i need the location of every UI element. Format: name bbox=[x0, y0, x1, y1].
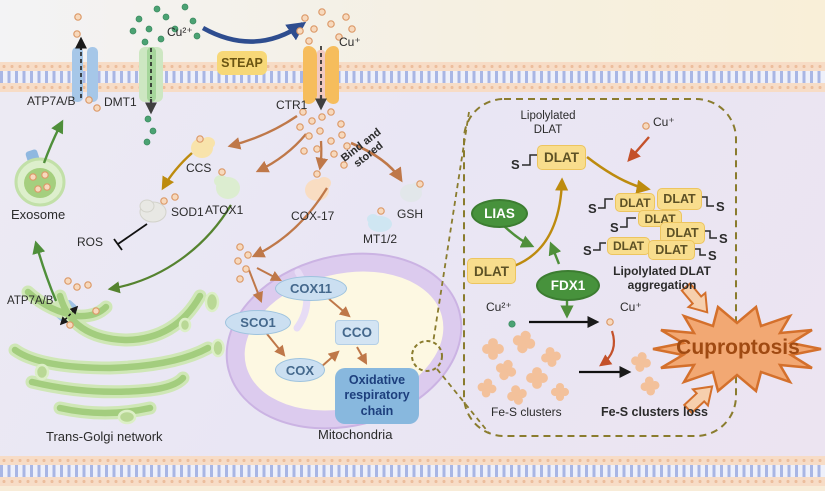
steap-reduction-arrow bbox=[201, 21, 307, 44]
cu1-top-label: Cu⁺ bbox=[339, 35, 361, 49]
trans-golgi-network bbox=[8, 285, 225, 425]
sco1-oval: SCO1 bbox=[225, 310, 291, 335]
dlat-label: DLAT bbox=[544, 150, 579, 165]
zoom-panel-outline bbox=[411, 98, 737, 437]
ctr1-label: CTR1 bbox=[276, 98, 308, 112]
lias-label: LIAS bbox=[484, 206, 515, 221]
dlat-agg-box: DLAT bbox=[607, 237, 650, 255]
steap-label: STEAP bbox=[221, 56, 263, 70]
dmt1-label: DMT1 bbox=[104, 95, 137, 109]
exosome-label: Exosome bbox=[11, 207, 66, 222]
lipid-head-row bbox=[0, 62, 825, 71]
lipolylated-dlat-title: Lipolylated DLAT bbox=[520, 110, 576, 136]
cox11-label: COX11 bbox=[290, 281, 332, 296]
cuproptosis-burst bbox=[652, 282, 822, 415]
lipid-tail-row bbox=[0, 71, 825, 83]
fes-clusters-loss-label: Fe-S clusters loss bbox=[601, 405, 708, 419]
lias-enzyme: LIAS bbox=[471, 199, 528, 228]
atp7ab-golgi-label: ATP7A/B bbox=[7, 295, 54, 307]
aggregation-to-cuproptosis-arrow bbox=[680, 282, 709, 314]
golgi-label: Trans-Golgi network bbox=[46, 429, 163, 444]
cox-oval: COX bbox=[275, 358, 325, 382]
cu1-panel-top-label: Cu⁺ bbox=[653, 115, 675, 129]
fdx1-label: FDX1 bbox=[550, 278, 586, 293]
aggregation-title: Lipolylated DLAT aggregation bbox=[613, 264, 711, 293]
lipid-head-row bbox=[0, 456, 825, 465]
s-tail-letter: S bbox=[716, 199, 725, 214]
atox1-label: ATOX1 bbox=[205, 203, 244, 217]
ccs-label: CCS bbox=[186, 161, 212, 175]
dlat-agg-box: DLAT bbox=[657, 188, 702, 210]
exosome-vesicle bbox=[14, 157, 66, 207]
dlat-label: DLAT bbox=[612, 239, 645, 253]
lipid-tail-row bbox=[0, 465, 825, 477]
cuproptosis-label: Cuproptosis bbox=[676, 336, 800, 359]
cu2-top-label: Cu²⁺ bbox=[167, 25, 193, 39]
dlat-label: DLAT bbox=[619, 195, 651, 210]
dlat-free-box: DLAT bbox=[467, 258, 516, 284]
cco-label: CCO bbox=[342, 325, 372, 340]
fes-loss-to-cuproptosis-arrow bbox=[682, 385, 714, 415]
dlat-agg-box: DLAT bbox=[648, 240, 695, 260]
cu2-panel-label: Cu²⁺ bbox=[486, 300, 512, 314]
cu2-ions bbox=[129, 3, 516, 328]
protein-blobs bbox=[139, 137, 423, 232]
extracellular-band bbox=[0, 0, 825, 62]
dlat-label: DLAT bbox=[663, 192, 696, 206]
plasma-membrane-bottom bbox=[0, 456, 825, 486]
s-tail-letter: S bbox=[511, 157, 520, 172]
cox17-label: COX-17 bbox=[291, 209, 335, 223]
mitochondria-label: Mitochondria bbox=[318, 427, 393, 442]
cox11-oval: COX11 bbox=[275, 276, 347, 301]
channel-lobe bbox=[303, 46, 317, 104]
cu1-ions bbox=[29, 8, 650, 329]
channel-lobe bbox=[325, 46, 339, 104]
dlat-agg-box: DLAT bbox=[660, 222, 705, 244]
cu1-panel-mid-label: Cu⁺ bbox=[620, 300, 642, 314]
sod1-label: SOD1 bbox=[171, 205, 204, 219]
s-tail-letter: S bbox=[583, 243, 592, 258]
lipoyl-tails bbox=[522, 154, 717, 256]
fdx1-enzyme: FDX1 bbox=[536, 270, 600, 301]
sco1-label: SCO1 bbox=[240, 315, 276, 330]
dlat-label: DLAT bbox=[666, 226, 699, 240]
steap-box: STEAP bbox=[217, 51, 267, 75]
lipid-head-row bbox=[0, 83, 825, 92]
cox-label: COX bbox=[285, 362, 315, 378]
channel-bar bbox=[87, 47, 98, 102]
oxidative-chain-label: Oxidative respiratory chain bbox=[344, 372, 410, 418]
ros-label: ROS bbox=[77, 235, 104, 249]
s-tail-letter: S bbox=[708, 248, 717, 263]
s-tail-letter: S bbox=[610, 220, 619, 235]
dlat-label: DLAT bbox=[655, 243, 688, 257]
lipid-head-row bbox=[0, 477, 825, 486]
s-tail-letter: S bbox=[719, 231, 728, 246]
extracellular-band-bottom bbox=[0, 486, 825, 491]
pathway-arrows bbox=[32, 21, 651, 379]
fe-s-clusters-group bbox=[475, 328, 661, 408]
mt12-label: MT1/2 bbox=[363, 232, 398, 246]
cco-box: CCO bbox=[335, 320, 379, 345]
atp7ab-transporter bbox=[72, 47, 98, 102]
oxidative-chain-box: Oxidative respiratory chain bbox=[335, 368, 419, 424]
channel-stripe bbox=[146, 47, 156, 102]
atp7ab-membrane-label: ATP7A/B bbox=[27, 94, 76, 108]
channel-bar bbox=[72, 47, 83, 102]
dlat-lipoylated-box: DLAT bbox=[537, 145, 586, 170]
plasma-membrane-top bbox=[0, 62, 825, 92]
dlat-label: DLAT bbox=[474, 263, 509, 279]
fes-clusters-label: Fe-S clusters bbox=[491, 405, 562, 419]
dlat-agg-box: DLAT bbox=[615, 193, 655, 212]
s-tail-letter: S bbox=[588, 201, 597, 216]
gsh-label: GSH bbox=[397, 207, 424, 221]
